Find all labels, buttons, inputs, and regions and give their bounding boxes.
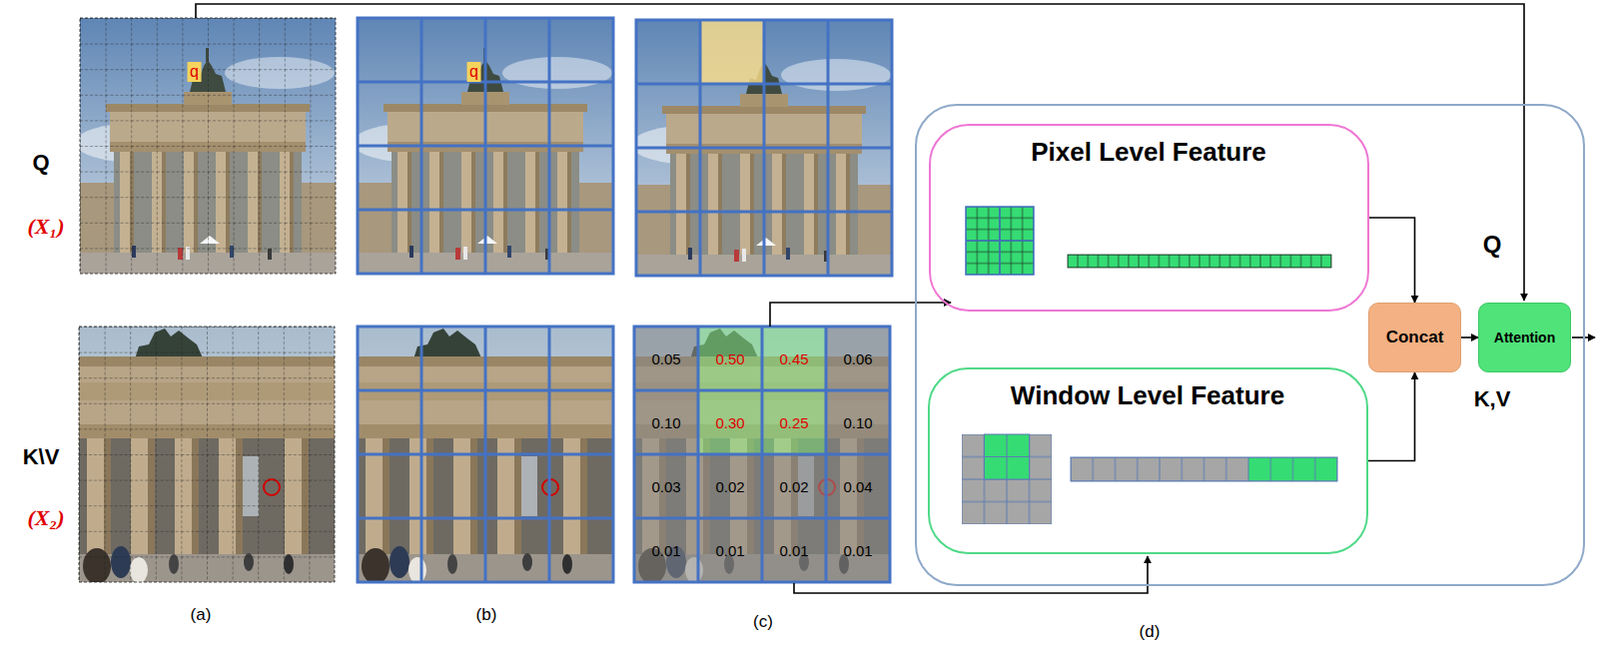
- photo: [357, 326, 614, 585]
- process-box: Attention: [1478, 302, 1572, 373]
- photo-border: [79, 17, 336, 274]
- score-cell: 0.01: [715, 542, 745, 560]
- photo-query-a: [74, 17, 336, 274]
- photo-key-c: [634, 326, 890, 585]
- panel-caption: (a): [190, 605, 212, 626]
- window-token-bar: [1070, 457, 1338, 482]
- photo: [634, 326, 890, 585]
- box-label: Attention: [1494, 329, 1556, 346]
- score-cell: 0.45: [779, 350, 808, 368]
- score-cell: 0.05: [651, 350, 681, 368]
- pixel-grid-border: [965, 206, 1034, 275]
- input-label: K\V: [22, 444, 60, 471]
- box-label: Concat: [1386, 327, 1445, 348]
- score-cell: 0.02: [715, 478, 745, 496]
- score-cell: 0.01: [779, 542, 808, 560]
- pixel-grid: [78, 326, 335, 583]
- query-arrow: [195, 3, 1525, 301]
- score-cell: 0.04: [842, 478, 872, 496]
- pixel-grid: [79, 17, 336, 274]
- window-grid: [634, 326, 890, 583]
- connector-arrow: [1461, 336, 1479, 339]
- pixel-feed-arrow: [770, 302, 951, 327]
- selected-window-lines: [984, 434, 1030, 480]
- photo-key-a: [78, 326, 335, 585]
- pixel-grid-icon: [965, 206, 1034, 275]
- score-cell: 0.01: [651, 542, 681, 560]
- score-cell: 0.25: [779, 414, 808, 432]
- photo: [78, 326, 335, 585]
- process-box: Concat: [1368, 302, 1462, 373]
- module-panel: (d)Pixel Level FeatureWindow Level Featu…: [914, 103, 1586, 587]
- window-grid-icon: [961, 434, 1052, 525]
- score-cell: 0.10: [651, 414, 681, 432]
- query-window-highlight: [700, 19, 765, 84]
- box-heading: Window Level Feature: [929, 369, 1367, 412]
- window-feed-arrow: [794, 556, 1148, 594]
- pixel-feature-icons: [965, 206, 1332, 275]
- window-grid: [636, 19, 892, 276]
- score-cell: 0.30: [715, 414, 745, 432]
- window-feature-icons: [961, 434, 1338, 525]
- window-grid-border: [357, 17, 614, 274]
- photo: [74, 17, 336, 274]
- window-grid-border: [636, 19, 892, 276]
- input-symbol: (X₂): [27, 505, 65, 532]
- input-label: K,V: [1474, 386, 1512, 413]
- score-cell: 0.50: [715, 350, 745, 368]
- feature-box: Pixel Level Feature: [928, 123, 1370, 312]
- box-heading: Pixel Level Feature: [930, 125, 1368, 168]
- photo-key-b: [357, 326, 614, 585]
- window-token-selected: [1248, 457, 1338, 482]
- connector-arrow: [1368, 372, 1416, 462]
- panel-caption: (d): [1129, 622, 1170, 643]
- score-cell: 0.10: [842, 414, 872, 432]
- photo-query-b: [352, 17, 614, 274]
- input-label: Q: [31, 149, 49, 176]
- panel-caption: (c): [753, 612, 774, 633]
- window-token-bar-border: [1070, 457, 1338, 482]
- score-cell: 0.03: [651, 478, 681, 496]
- panel-caption: (b): [476, 605, 498, 626]
- feature-box: Window Level Feature: [927, 367, 1369, 555]
- attention-input-label: Q: [1483, 230, 1503, 259]
- score-cell: 0.02: [779, 478, 808, 496]
- photo: [352, 17, 614, 274]
- selected-window-cells: [984, 434, 1030, 480]
- pixel-token-bar-border: [1067, 254, 1332, 268]
- window-grid-border: [357, 326, 614, 583]
- query-pixel-marker: q: [466, 61, 482, 82]
- photo: [631, 19, 892, 276]
- gray-overlay: [634, 326, 890, 583]
- query-pixel-marker: q: [186, 61, 202, 82]
- pixel-token-bar: [1067, 254, 1332, 268]
- pixel-grid-divider: [965, 206, 1034, 275]
- score-cell: 0.01: [842, 542, 872, 560]
- window-grid: [357, 326, 614, 583]
- photo-query-c: [631, 19, 892, 276]
- window-grid: [357, 17, 614, 274]
- window-grid-border: [634, 326, 890, 583]
- score-cell: 0.06: [842, 350, 872, 368]
- connector-arrow: [1369, 217, 1416, 303]
- photo-border: [78, 326, 335, 583]
- input-symbol: (X₁): [27, 213, 65, 240]
